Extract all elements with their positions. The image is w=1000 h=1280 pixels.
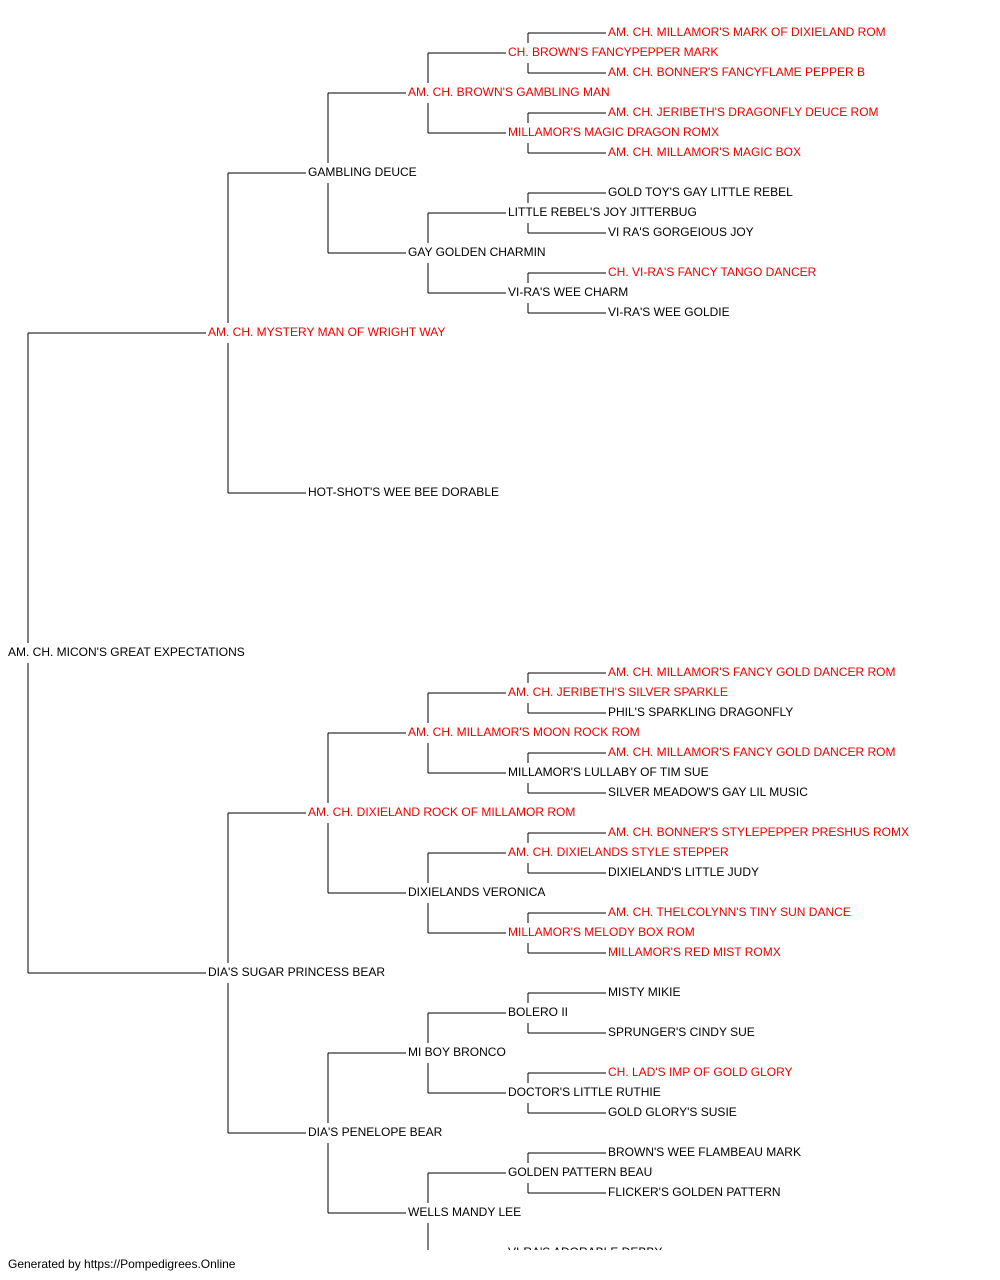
dog-name-proband-sire: AM. CH. MYSTERY MAN OF WRIGHT WAY [208,325,445,339]
dog-name-proband-dam-dam-sire-sire-sire: MISTY MIKIE [608,985,680,999]
dog-name-proband-dam-sire-dam-dam-dam: MILLAMOR'S RED MIST ROMX [608,945,781,959]
dog-name-proband-dam-sire-dam-sire-sire: AM. CH. BONNER'S STYLEPEPPER PRESHUS ROM… [608,825,909,839]
footer-credit: Generated by https://Pompedigrees.Online [8,1257,236,1271]
dog-name-proband-dam-sire-sire-dam-dam: SILVER MEADOW'S GAY LIL MUSIC [608,785,808,799]
dog-name-proband-dam: DIA'S SUGAR PRINCESS BEAR [208,965,385,979]
dog-name-proband-dam-sire-dam-sire: AM. CH. DIXIELANDS STYLE STEPPER [508,845,729,859]
dog-name-proband-dam-dam-sire: MI BOY BRONCO [408,1045,506,1059]
dog-name-proband-sire-sire-sire-sire: CH. BROWN'S FANCYPEPPER MARK [508,45,718,59]
dog-name-proband-sire-sire-sire-dam: MILLAMOR'S MAGIC DRAGON ROMX [508,125,719,139]
dog-name-proband-dam-dam-dam-sire-dam: FLICKER'S GOLDEN PATTERN [608,1185,781,1199]
dog-name-proband-dam-dam-sire-sire-dam: SPRUNGER'S CINDY SUE [608,1025,755,1039]
dog-name-proband-dam-sire-sire-sire: AM. CH. JERIBETH'S SILVER SPARKLE [508,685,728,699]
dog-name-proband-dam-dam-dam: WELLS MANDY LEE [408,1205,521,1219]
dog-name-proband-sire-sire-dam: GAY GOLDEN CHARMIN [408,245,546,259]
dog-name-proband-dam-sire-sire-dam-sire: AM. CH. MILLAMOR'S FANCY GOLD DANCER ROM [608,745,895,759]
dog-name-proband-sire-sire-dam-sire-dam: VI RA'S GORGEIOUS JOY [608,225,754,239]
dog-name-proband-dam-dam-dam-sire: GOLDEN PATTERN BEAU [508,1165,652,1179]
dog-name-proband-sire-sire-dam-dam-sire: CH. VI-RA'S FANCY TANGO DANCER [608,265,817,279]
dog-name-proband-dam-sire-sire-sire-sire: AM. CH. MILLAMOR'S FANCY GOLD DANCER ROM [608,665,895,679]
dog-name-proband-sire-dam: HOT-SHOT'S WEE BEE DORABLE [308,485,499,499]
dog-name-proband-dam-sire-sire-sire-dam: PHIL'S SPARKLING DRAGONFLY [608,705,793,719]
dog-name-proband-sire-sire-dam-sire-sire: GOLD TOY'S GAY LITTLE REBEL [608,185,793,199]
dog-name-proband-dam-sire-sire-dam: MILLAMOR'S LULLABY OF TIM SUE [508,765,709,779]
dog-name-proband-dam-sire-dam-dam: MILLAMOR'S MELODY BOX ROM [508,925,695,939]
dog-name-proband-sire-sire-dam-dam-dam: VI-RA'S WEE GOLDIE [608,305,730,319]
dog-name-proband-dam-dam: DIA'S PENELOPE BEAR [308,1125,443,1139]
dog-name-proband-dam-sire-dam-sire-dam: DIXIELAND'S LITTLE JUDY [608,865,759,879]
dog-name-proband-dam-sire: AM. CH. DIXIELAND ROCK OF MILLAMOR ROM [308,805,575,819]
dog-name-proband-sire-sire-dam-sire: LITTLE REBEL'S JOY JITTERBUG [508,205,697,219]
dog-name-proband-dam-sire-dam-dam-sire: AM. CH. THELCOLYNN'S TINY SUN DANCE [608,905,851,919]
dog-name-proband-dam-sire-sire: AM. CH. MILLAMOR'S MOON ROCK ROM [408,725,640,739]
dog-name-proband: AM. CH. MICON'S GREAT EXPECTATIONS [8,645,245,659]
pedigree-tree: AM. CH. MICON'S GREAT EXPECTATIONS AM. CH… [8,25,909,1250]
dog-name-proband-dam-dam-sire-dam-sire: CH. LAD'S IMP OF GOLD GLORY [608,1065,793,1079]
dog-name-proband-sire-sire: GAMBLING DEUCE [308,165,417,179]
dog-name-proband-dam-dam-dam-sire-sire: BROWN'S WEE FLAMBEAU MARK [608,1145,801,1159]
dog-name-proband-dam-dam-dam-dam: VI-RA'S ADORABLE DEBBY [508,1245,662,1250]
dog-name-proband-dam-sire-dam: DIXIELANDS VERONICA [408,885,545,899]
dog-name-proband-sire-sire-dam-dam: VI-RA'S WEE CHARM [508,285,628,299]
dog-name-proband-dam-dam-sire-sire: BOLERO II [508,1005,568,1019]
dog-name-proband-dam-dam-sire-dam: DOCTOR'S LITTLE RUTHIE [508,1085,661,1099]
dog-name-proband-sire-sire-sire-dam-dam: AM. CH. MILLAMOR'S MAGIC BOX [608,145,801,159]
dog-name-proband-dam-dam-sire-dam-dam: GOLD GLORY'S SUSIE [608,1105,737,1119]
dog-name-proband-sire-sire-sire-sire-dam: AM. CH. BONNER'S FANCYFLAME PEPPER B [608,65,865,79]
dog-name-proband-sire-sire-sire: AM. CH. BROWN'S GAMBLING MAN [408,85,610,99]
dog-name-proband-sire-sire-sire-dam-sire: AM. CH. JERIBETH'S DRAGONFLY DEUCE ROM [608,105,879,119]
dog-name-proband-sire-sire-sire-sire-sire: AM. CH. MILLAMOR'S MARK OF DIXIELAND ROM [608,25,886,39]
